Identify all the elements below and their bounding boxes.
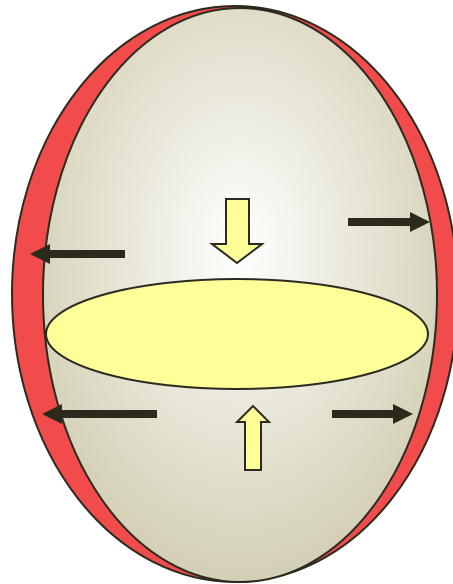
down-arrow: [209, 198, 265, 265]
up-arrow: [234, 404, 272, 471]
upper-right-arrow: [348, 212, 430, 232]
plate: [45, 278, 429, 390]
upper-left-arrow: [30, 244, 125, 264]
lower-left-arrow: [42, 404, 157, 424]
lower-right-arrow: [332, 404, 413, 424]
